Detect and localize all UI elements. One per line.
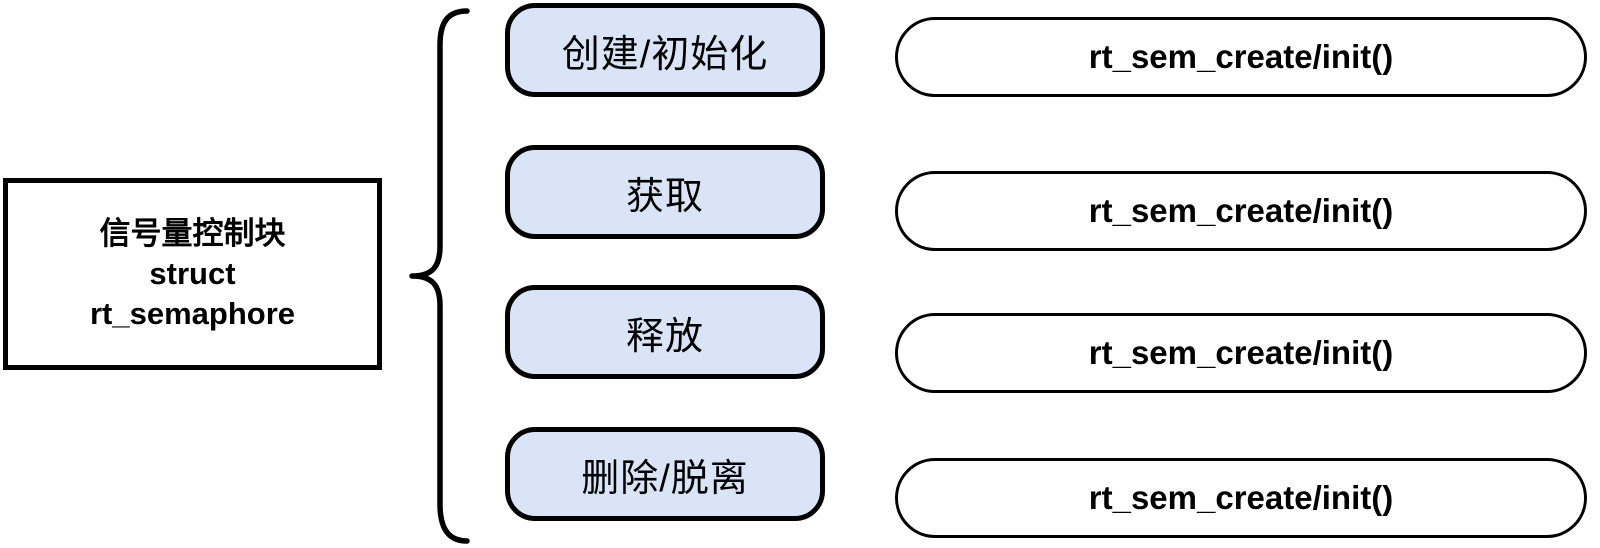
- operation-box-delete: 删除/脱离: [505, 427, 825, 521]
- control-block-line-2: struct: [149, 256, 236, 292]
- operation-label: 删除/脱离: [581, 457, 749, 500]
- control-block-line-3: rt_semaphore: [89, 295, 296, 331]
- brace-path: [409, 8, 470, 544]
- left-curly-brace: [409, 8, 470, 544]
- operation-box-take: 获取: [505, 145, 825, 239]
- control-block-box: 信号量控制块 struct rt_semaphore: [3, 178, 382, 370]
- api-label: rt_sem_create/init(): [1088, 38, 1394, 75]
- operation-label: 释放: [625, 315, 704, 358]
- operation-box-create: 创建/初始化: [505, 3, 825, 97]
- operation-box-release: 释放: [505, 285, 825, 379]
- operation-label: 创建/初始化: [561, 33, 769, 76]
- control-block-line-1: 信号量控制块: [99, 216, 286, 252]
- api-label: rt_sem_create/init(): [1088, 334, 1394, 371]
- api-label: rt_sem_create/init(): [1088, 192, 1394, 229]
- api-pill-take: rt_sem_create/init(): [895, 171, 1587, 251]
- operation-label: 获取: [625, 175, 704, 218]
- api-pill-create: rt_sem_create/init(): [895, 17, 1587, 97]
- api-pill-delete: rt_sem_create/init(): [895, 458, 1587, 538]
- api-pill-release: rt_sem_create/init(): [895, 313, 1587, 393]
- api-label: rt_sem_create/init(): [1088, 479, 1394, 516]
